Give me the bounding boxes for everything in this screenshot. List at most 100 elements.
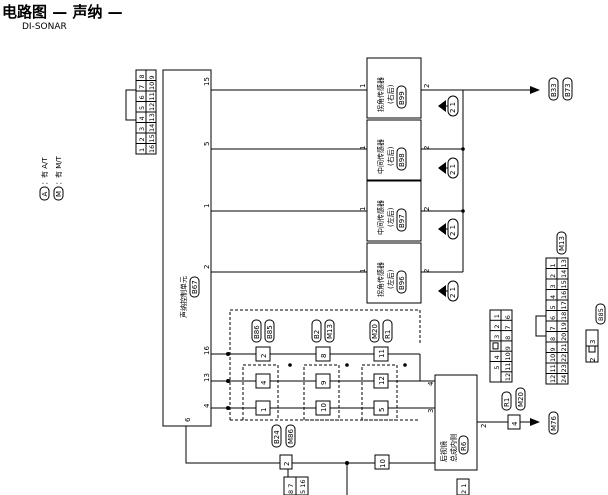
control-unit-name: 声纳控制单元 <box>179 276 188 318</box>
connector-code: B86 <box>253 325 261 339</box>
mirror-joint-code-b: M20 <box>517 392 525 407</box>
small-connector-pin: 5 <box>493 366 501 370</box>
cu-connector-pin: 5 <box>138 106 146 110</box>
b85-pin-3: 3 <box>589 340 597 344</box>
connector-pin-lower: 9 <box>320 381 328 385</box>
small-connector-pin: 8 <box>504 336 512 340</box>
m13-connector-pin: 17 <box>560 301 568 309</box>
m13-connector-face: 123456789101112131415161718192021222324 … <box>535 231 569 385</box>
m13-connector-pin: 11 <box>549 364 557 372</box>
mirror-joint-code-a: R1 <box>503 398 511 407</box>
control-unit-code: B67 <box>191 280 199 294</box>
sensor-pin-2: 2 <box>423 146 431 150</box>
m13-connector-pin: 14 <box>560 270 568 278</box>
cu-connector-pin: 12 <box>148 103 156 111</box>
cu-connector-pin: 14 <box>148 124 156 132</box>
page-subtitle: DI-SONAR <box>22 22 67 32</box>
small-connector-pin: 6 <box>504 315 512 319</box>
cu-pin-labels: 15 5 1 2 16 13 4 6 <box>184 77 211 422</box>
cu-connector-pin: 11 <box>148 92 156 100</box>
sensor-pin-1: 1 <box>359 269 367 273</box>
connector-pin-upper: 11 <box>378 349 386 358</box>
sensor-code: B98 <box>398 153 406 167</box>
m13-connector-pin: 20 <box>560 333 568 341</box>
bottom-frag-1: 8 7 <box>287 484 295 494</box>
cu-connector-pin: 4 <box>138 116 146 120</box>
sensor-pin-1: 1 <box>359 84 367 88</box>
connector-code: B2 <box>313 330 321 339</box>
sensor-code: B96 <box>398 276 406 290</box>
lower-connector: B24 M86 2 10 <box>271 424 390 470</box>
b85-code: B85 <box>597 308 605 321</box>
lower-wiring <box>185 309 435 495</box>
cu-pin-16: 16 <box>203 346 211 355</box>
sensor-code: B97 <box>398 214 406 228</box>
m13-connector-pin: 23 <box>560 364 568 372</box>
small-connector-pin: 1 <box>493 314 501 318</box>
cu-pin-2: 2 <box>203 265 211 269</box>
control-unit: 声纳控制单元 B67 <box>162 69 212 427</box>
small-connector-pin: 12 <box>504 373 512 381</box>
mirror-pin-2: 2 <box>480 424 488 428</box>
legend-text-a: ：有 A/T <box>40 157 49 185</box>
cu-pin-6: 6 <box>184 417 192 422</box>
mirror-pin-3: 3 <box>427 409 435 413</box>
sensor-name: 中间传感器 <box>376 139 385 174</box>
ground-icon <box>438 223 446 235</box>
lower-connector-2-pin: 10 <box>379 459 387 468</box>
cu-connector-pin: 8 <box>138 74 146 78</box>
m13-connector-pin: 22 <box>560 354 568 362</box>
m13-connector-pin: 10 <box>549 354 557 362</box>
m13-connector-pin: 2 <box>549 274 557 278</box>
m13-connector-pin: 9 <box>549 347 557 351</box>
lower-connector-code-b: M86 <box>287 429 295 444</box>
sensor-code: B99 <box>398 91 406 105</box>
b85-connector-face: 3 2 B85 <box>585 303 606 363</box>
page-title: 电路图 — 声纳 — <box>2 3 123 21</box>
mirror-code: R6 <box>460 441 468 451</box>
m13-code: M13 <box>558 236 566 251</box>
cu-connector-pin: 13 <box>148 113 156 121</box>
m13-connector-pin: 5 <box>549 305 557 309</box>
sensor-side: (右后) <box>386 146 395 166</box>
cu-pin-1: 1 <box>203 204 211 208</box>
connector-pin-bottom: 10 <box>320 403 328 412</box>
sensor-pill: 2 1 <box>449 287 457 298</box>
sensor-pin-2: 2 <box>423 84 431 88</box>
mirror-pin-4: 4 <box>427 381 435 386</box>
bottom-frag-3: 2 1 <box>460 484 468 494</box>
mirror-line1: 后视镜 <box>439 441 448 462</box>
m13-connector-pin: 13 <box>560 259 568 267</box>
ground-ref-b73: B73 <box>564 83 572 97</box>
connector-pin-bottom: 5 <box>378 408 386 412</box>
small-connector-pin: 10 <box>504 352 512 360</box>
m13-connector-pin: 6 <box>549 316 557 320</box>
connector-code: M13 <box>326 324 334 339</box>
sensor-side: (左后) <box>386 269 395 289</box>
connector-pin-upper: 8 <box>320 354 328 358</box>
cu-connector-pin: 15 <box>148 134 156 142</box>
m13-connector-pin: 7 <box>549 326 557 330</box>
cu-connector-pin: 1 <box>138 148 146 152</box>
ground-icon <box>438 285 446 297</box>
legend: A ：有 A/T <box>39 157 50 201</box>
mirror-ground-code: M76 <box>550 416 558 431</box>
bottom-frag-2: 5 16 <box>299 480 307 494</box>
sensor-name: 拐角传感器 <box>376 262 385 297</box>
connector-code: R1 <box>384 330 392 339</box>
sensor-pin-2: 2 <box>423 207 431 211</box>
m13-connector-pin: 18 <box>560 312 568 320</box>
small-connector-pin: 9 <box>504 346 512 350</box>
cu-pin-4: 4 <box>203 403 211 408</box>
legend-m: M ：有 M/T <box>53 155 64 201</box>
sensor-pill: 2 1 <box>449 225 457 236</box>
m13-connector-pin: 8 <box>549 337 557 341</box>
m13-connector-pin: 15 <box>560 280 568 288</box>
sensor-name: 中间传感器 <box>376 200 385 235</box>
connector-pin-upper: 2 <box>260 354 268 358</box>
small-connector-pin: 11 <box>504 363 512 371</box>
